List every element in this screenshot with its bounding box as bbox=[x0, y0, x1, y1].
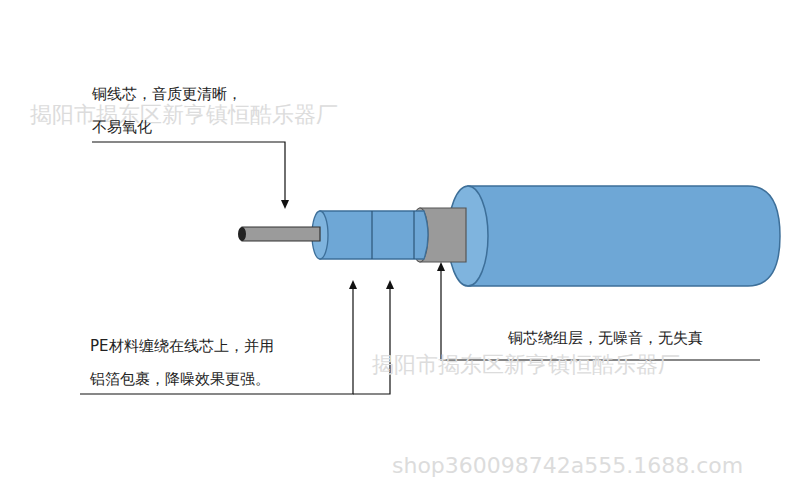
callout-text: PE材料缠绕在线芯上，并用 铝箔包裹，降噪效果更强。 bbox=[90, 330, 279, 396]
leader-line bbox=[353, 284, 390, 394]
pe-wrap-seam bbox=[413, 211, 414, 259]
leader-line bbox=[441, 266, 760, 360]
watermark: shop360098742a555.1688.com bbox=[392, 453, 743, 479]
callout-text: 铜线芯，音质更清晰， 不易氧化 bbox=[92, 78, 248, 144]
leader-line bbox=[92, 142, 285, 205]
pe-insulation bbox=[320, 211, 428, 259]
copper-core bbox=[242, 227, 320, 241]
pe-wrap-seam bbox=[371, 211, 372, 259]
watermark: 揭阳市揭东区新亨镇恒酷乐器厂 bbox=[372, 352, 680, 378]
watermark: 揭阳市揭东区新亨镇恒酷乐器厂 bbox=[30, 102, 338, 128]
core-tip bbox=[238, 227, 246, 241]
outer-jacket bbox=[468, 186, 780, 286]
callout-text: 铜芯绕组层，无噪音，无失真 bbox=[508, 322, 703, 355]
